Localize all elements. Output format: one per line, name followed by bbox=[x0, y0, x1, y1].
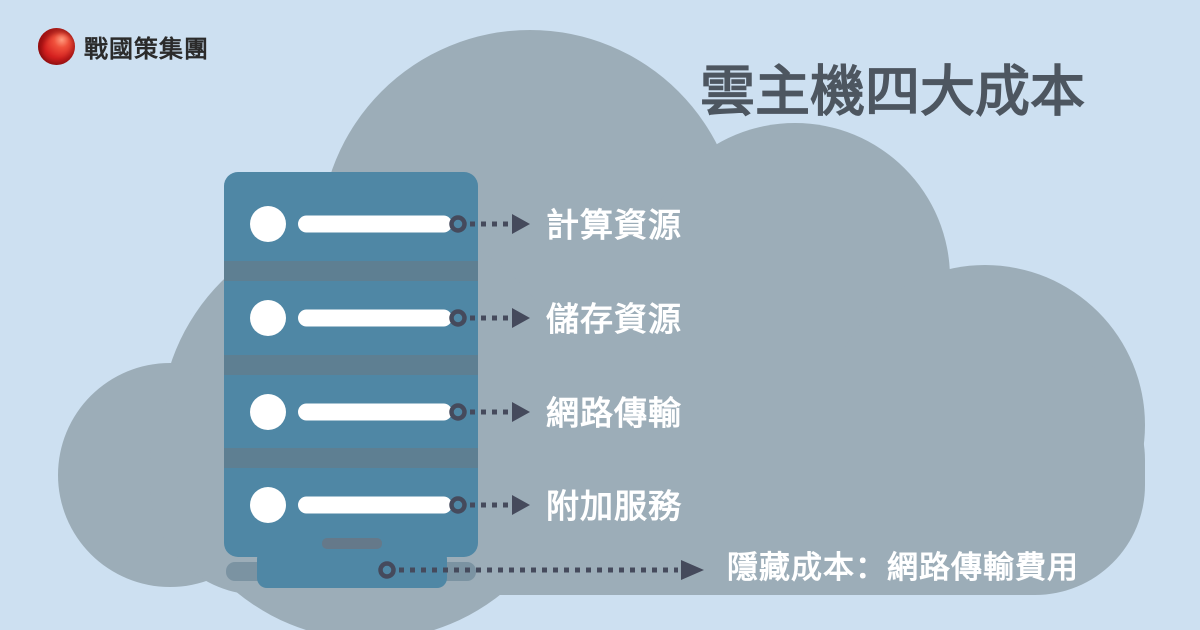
server-pedestal bbox=[257, 549, 447, 588]
server-stripe bbox=[224, 355, 478, 375]
arrowhead-icon bbox=[681, 560, 704, 580]
connector-ring-icon bbox=[449, 309, 467, 327]
drive-slot-bar bbox=[298, 496, 452, 514]
connector-ring-icon bbox=[449, 403, 467, 421]
arrowhead-icon bbox=[512, 402, 530, 422]
arrowhead-icon bbox=[512, 495, 530, 515]
brand-name: 戰國策集團 bbox=[84, 36, 209, 63]
server-stripe bbox=[224, 261, 478, 281]
connector-row-3 bbox=[449, 402, 530, 422]
connectors bbox=[378, 214, 704, 580]
connector-ring-icon bbox=[449, 496, 467, 514]
connector-row-4 bbox=[449, 495, 530, 515]
brand-logo: 戰國策集團 bbox=[38, 25, 209, 67]
server-tower-illustration bbox=[224, 172, 478, 588]
arrowhead-icon bbox=[512, 214, 530, 234]
connector-row-2 bbox=[449, 308, 530, 328]
connector-ring-icon bbox=[378, 561, 396, 579]
drive-led-icon bbox=[250, 300, 286, 336]
server-vent-bar bbox=[322, 538, 382, 549]
drive-led-icon bbox=[250, 394, 286, 430]
server-stripe bbox=[224, 448, 478, 468]
drive-led-icon bbox=[250, 487, 286, 523]
hidden-cost-label: 隱藏成本：網路傳輸費用 bbox=[727, 550, 1079, 586]
red-sphere-icon bbox=[38, 27, 75, 65]
cost-label-addon: 附加服務 bbox=[546, 487, 682, 525]
cost-label-storage: 儲存資源 bbox=[546, 300, 682, 338]
connector-hidden-cost bbox=[378, 560, 704, 580]
drive-slot-bar bbox=[298, 309, 452, 327]
drive-slot-bar bbox=[298, 403, 452, 421]
page-title: 雲主機四大成本 bbox=[700, 60, 1086, 123]
cost-label-compute: 計算資源 bbox=[546, 206, 682, 244]
arrowhead-icon bbox=[512, 308, 530, 328]
connector-ring-icon bbox=[449, 215, 467, 233]
drive-slot-bar bbox=[298, 215, 452, 233]
cost-label-network: 網路傳輸 bbox=[546, 394, 682, 432]
connector-row-1 bbox=[449, 214, 530, 234]
drive-led-icon bbox=[250, 206, 286, 242]
